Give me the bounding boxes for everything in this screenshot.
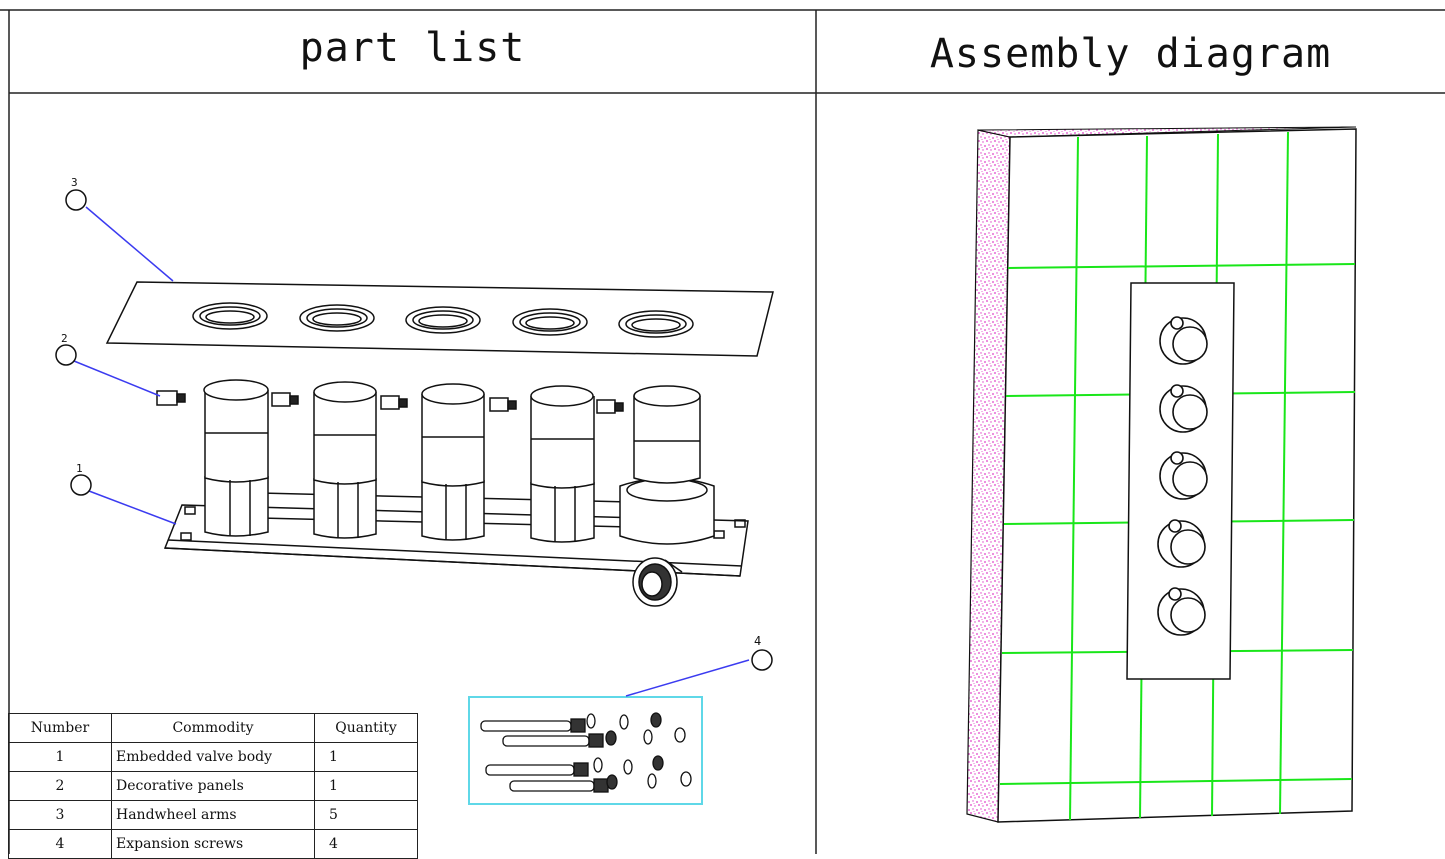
row-quantity: 4 (314, 829, 418, 859)
row-number: 4 (8, 829, 112, 859)
exploded-view-drawing (55, 189, 774, 805)
callout-1-label: 1 (76, 462, 83, 475)
callout-2-label: 2 (61, 332, 68, 345)
row-commodity: Expansion screws (111, 829, 315, 859)
part-list-title: part list (299, 24, 526, 71)
row-number: 1 (8, 742, 112, 772)
assembly-diagram-title: Assembly diagram (929, 31, 1332, 77)
valve-body-drawing (163, 379, 749, 607)
row-quantity: 1 (314, 742, 418, 772)
table-row: 2 Decorative panels 1 (8, 771, 418, 801)
table-row: 1 Embedded valve body 1 (8, 742, 418, 772)
assembly-diagram-drawing (966, 126, 1357, 823)
table-row: 4 Expansion screws 4 (8, 829, 418, 859)
expansion-screws-drawing (468, 696, 703, 805)
row-commodity: Decorative panels (111, 771, 315, 801)
table-header-row: Number Commodity Quantity (8, 713, 418, 743)
handwheel-arms-drawing (156, 390, 624, 414)
row-quantity: 5 (314, 800, 418, 830)
callout-3-label: 3 (71, 176, 78, 189)
parts-table: Number Commodity Quantity 1 Embedded val… (8, 713, 418, 859)
row-number: 2 (8, 771, 112, 801)
row-quantity: 1 (314, 771, 418, 801)
column-header-quantity: Quantity (314, 713, 418, 743)
row-commodity: Embedded valve body (111, 742, 315, 772)
table-row: 3 Handwheel arms 5 (8, 800, 418, 830)
handwheel-knobs (1157, 316, 1208, 636)
decorative-panel-drawing (105, 281, 774, 357)
column-header-commodity: Commodity (111, 713, 315, 743)
callout-4-label: 4 (754, 634, 762, 648)
column-header-number: Number (8, 713, 112, 743)
row-commodity: Handwheel arms (111, 800, 315, 830)
row-number: 3 (8, 800, 112, 830)
